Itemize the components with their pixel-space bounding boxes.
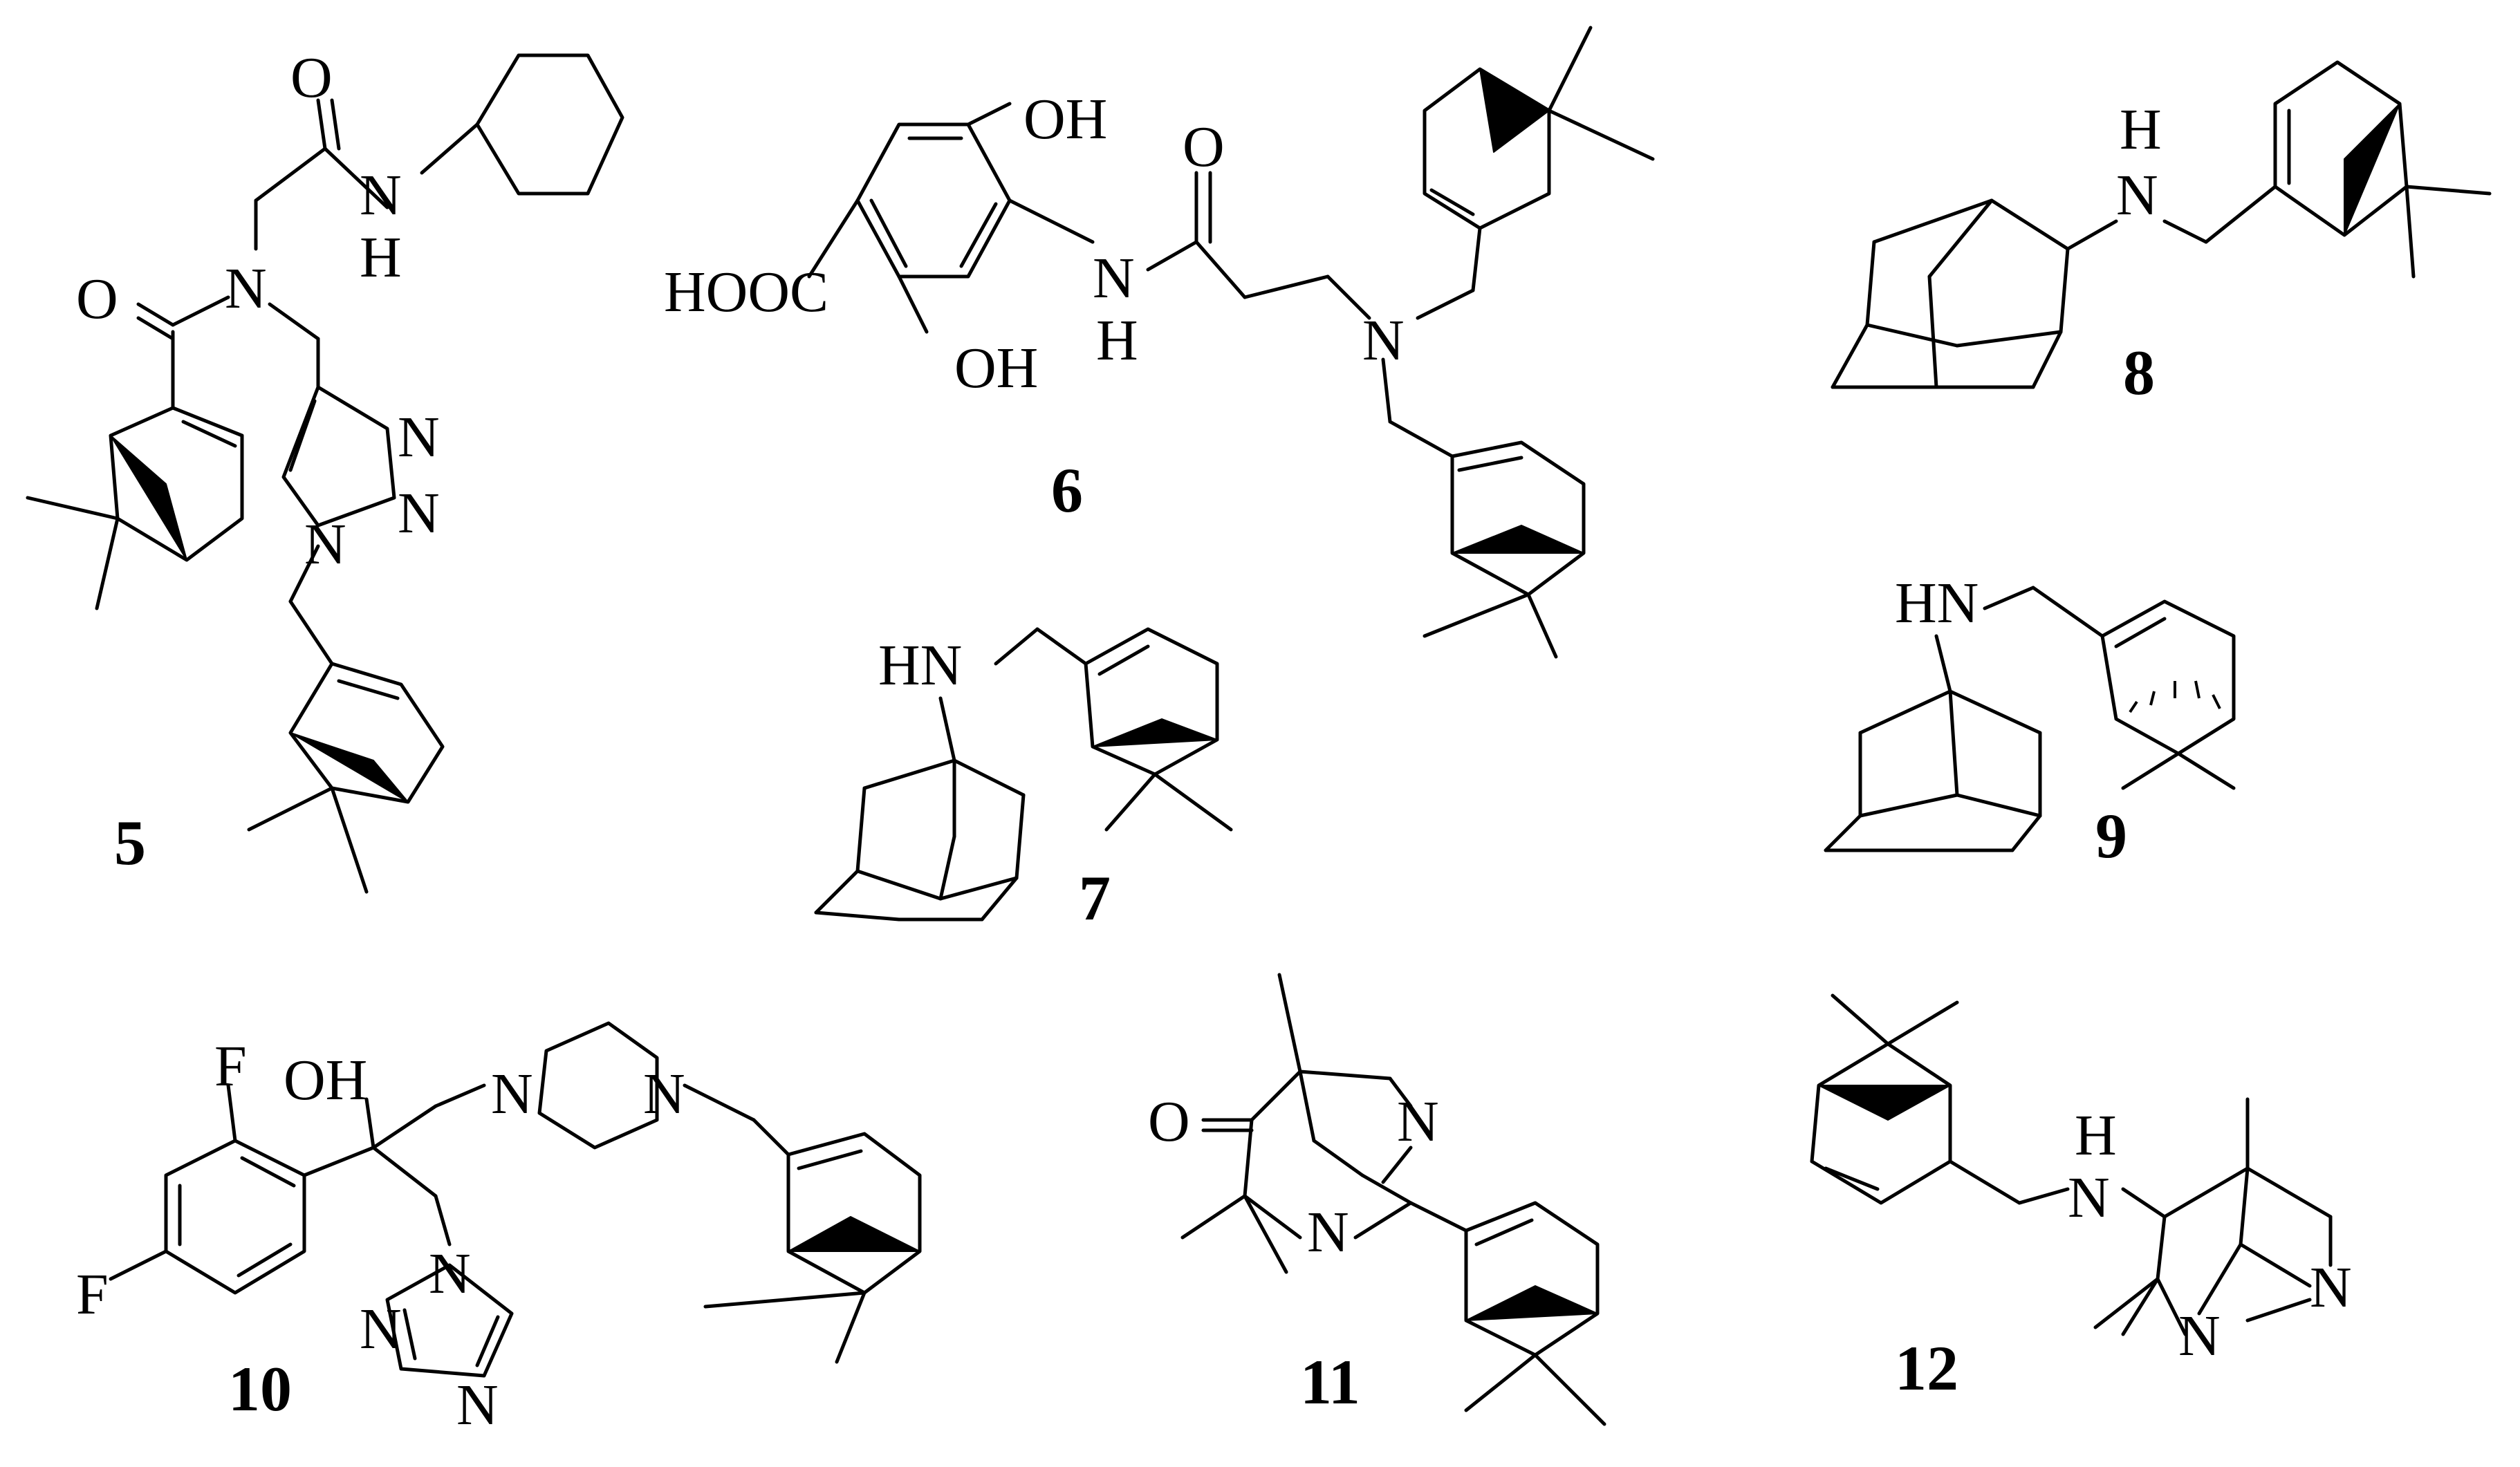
cyclohexane-ring-5 xyxy=(475,53,624,196)
atom-6-nh-n: N xyxy=(1093,246,1135,310)
atom-5-h-amide: H xyxy=(360,225,402,290)
compound-label-8: 8 xyxy=(2123,337,2155,408)
pinene-ring-8 xyxy=(2273,60,2409,237)
atom-5-n-center: N xyxy=(225,256,267,321)
atom-6-oh-bottom: OH xyxy=(954,336,1038,400)
atom-11-o: O xyxy=(1148,1090,1190,1154)
pinene-ring-7 xyxy=(1084,627,1219,776)
atom-5-n-triazole-1: N xyxy=(304,512,346,577)
atom-6-cooh: HOOC xyxy=(664,260,828,324)
compound-9: HN 9 xyxy=(1824,571,2236,871)
atom-10-n-tri-1: N xyxy=(429,1242,471,1306)
compound-label-11: 11 xyxy=(1300,1347,1360,1417)
atom-5-n-triazole-3: N xyxy=(398,405,440,469)
compound-label-5: 5 xyxy=(114,807,146,878)
atom-12-nh-h: H xyxy=(2075,1103,2117,1168)
compound-6: OH HOOC OH N H O N 6 xyxy=(664,26,1655,659)
atom-10-n-tri-2: N xyxy=(360,1297,402,1361)
atom-6-nh-h: H xyxy=(1096,308,1138,373)
atom-10-f-left: F xyxy=(76,1262,109,1327)
atom-10-f-top: F xyxy=(214,1034,247,1099)
atom-10-oh: OH xyxy=(284,1048,367,1112)
compound-label-7: 7 xyxy=(1079,863,1111,933)
benzene-ring-6 xyxy=(855,122,1012,279)
compound-7: HN 7 xyxy=(814,627,1233,933)
pinene-ring-11 xyxy=(1464,1201,1600,1357)
triazole-ring-5 xyxy=(281,385,396,527)
pinene-ring-9 xyxy=(2100,599,2236,756)
benzene-ring-10 xyxy=(164,1139,306,1295)
piperazine-ring-10 xyxy=(537,1021,659,1150)
atom-6-n-amine: N xyxy=(1362,308,1405,373)
atom-5-o-amide: O xyxy=(290,46,333,110)
compound-5: O N H N O N N N 5 xyxy=(26,46,624,894)
atom-11-n-2: N xyxy=(1307,1200,1349,1264)
atom-6-oh-top: OH xyxy=(1023,87,1107,151)
compound-12: H N N N 12 xyxy=(1810,993,2352,1403)
pinene-ring-10 xyxy=(786,1132,922,1295)
adamantane-9 xyxy=(1824,689,2042,852)
atom-5-o-ketone: O xyxy=(76,267,118,331)
atom-12-n-1: N xyxy=(2310,1255,2352,1320)
atom-9-hn: HN xyxy=(1895,571,1979,635)
atom-10-n-pip-2: N xyxy=(643,1062,685,1126)
atom-5-n-amide: N xyxy=(360,163,402,227)
atom-8-nh-h: H xyxy=(2120,97,2162,162)
compound-10: F F OH N N N N N 10 xyxy=(76,1021,922,1437)
atom-10-n-pip-1: N xyxy=(491,1062,533,1126)
compound-label-6: 6 xyxy=(1051,455,1083,525)
adamantane-8 xyxy=(1831,198,2070,389)
atom-6-o-amide: O xyxy=(1183,115,1225,179)
compound-label-12: 12 xyxy=(1895,1333,1958,1403)
atom-5-n-triazole-2: N xyxy=(398,481,440,545)
atom-11-n-1: N xyxy=(1397,1090,1439,1154)
atom-12-nh-n: N xyxy=(2068,1166,2110,1230)
triazole-ring-10 xyxy=(385,1263,514,1378)
atom-7-hn: HN xyxy=(878,633,962,698)
pinene-ring-5-lower xyxy=(288,662,445,804)
pinene-ring-12 xyxy=(1810,1042,1952,1205)
pinene-ring-6-lower xyxy=(1450,440,1586,597)
compound-11: O N N 11 xyxy=(1148,973,1606,1426)
atom-12-n-2: N xyxy=(2178,1304,2221,1368)
compound-label-10: 10 xyxy=(228,1354,292,1424)
compound-label-9: 9 xyxy=(2095,801,2127,871)
compound-8: H N 8 xyxy=(1831,60,2492,408)
adamantane-7 xyxy=(814,758,1026,922)
atom-8-nh-n: N xyxy=(2116,163,2158,227)
atom-10-n-tri-3: N xyxy=(456,1373,499,1437)
